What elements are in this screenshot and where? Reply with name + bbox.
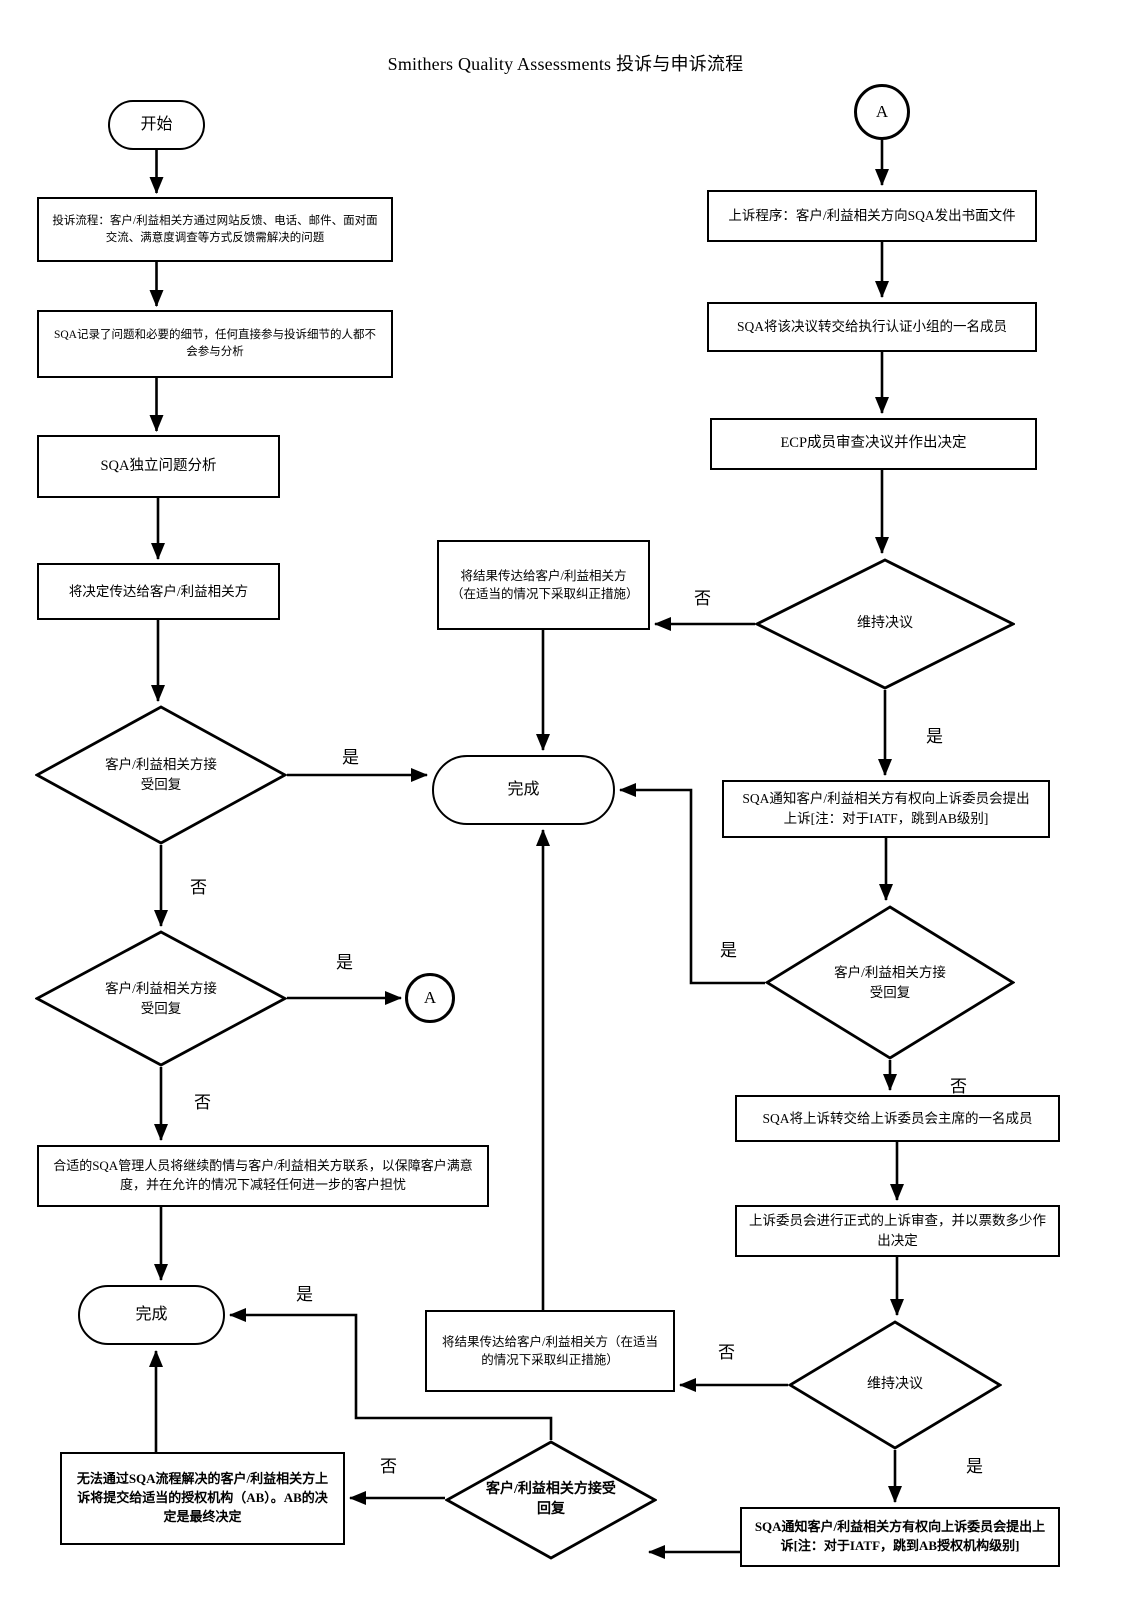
edge-label-no-decision2: 否	[194, 1093, 211, 1112]
diamond-shape	[445, 1440, 657, 1560]
accept-reply-1-label: 客户/利益相关方接受回复	[105, 757, 217, 792]
diamond-shape	[765, 905, 1015, 1060]
edge-label-yes-decision2: 是	[336, 953, 353, 972]
edge-label-yes-uphold1: 是	[926, 727, 943, 746]
edge-label-yes-decision3: 是	[720, 941, 737, 960]
notify-appeal-bottom-box: SQA通知客户/利益相关方有权向上诉委员会提出上诉[注：对于IATF，跳到AB授…	[740, 1507, 1060, 1567]
diamond-shape	[788, 1320, 1002, 1450]
page-title: Smithers Quality Assessments 投诉与申诉流程	[387, 54, 744, 74]
edge-label-no-decision1: 否	[190, 878, 207, 897]
offpage-connector-a-top: A	[854, 84, 910, 140]
accept-reply-decision-3: 客户/利益相关方接受回复	[765, 905, 1015, 1060]
forward-chair-box: SQA将上诉转交给上诉委员会主席的一名成员	[735, 1095, 1060, 1142]
accept-reply-3-label: 客户/利益相关方接受回复	[834, 964, 946, 1000]
connector-bottomdecision-yes-done	[229, 1308, 553, 1440]
panel-review-box: 上诉委员会进行正式的上诉审查，并以票数多少作出决定	[735, 1205, 1060, 1257]
result-communicate-box-top: 将结果传达给客户/利益相关方（在适当的情况下采取纠正措施）	[437, 540, 650, 630]
independent-analysis-box: SQA独立问题分析	[37, 435, 280, 498]
notify-appeal-right-box: SQA通知客户/利益相关方有权向上诉委员会提出上诉[注：对于IATF，跳到AB级…	[722, 780, 1050, 838]
accept-reply-bottom-label: 客户/利益相关方接受回复	[486, 1481, 616, 1517]
edge-label-no-uphold1: 否	[694, 589, 711, 608]
communicate-decision-box: 将决定传达给客户/利益相关方	[37, 563, 280, 620]
accept-reply-2-label: 客户/利益相关方接受回复	[105, 980, 217, 1016]
uphold-2-label: 维持决议	[867, 1376, 923, 1392]
connector-decision3-yes-done	[619, 783, 765, 985]
done-node-center: 完成	[432, 755, 615, 825]
result-communicate-box-bottom: 将结果传达给客户/利益相关方（在适当的情况下采取纠正措施）	[425, 1310, 675, 1392]
edge-label-no-decision3: 否	[950, 1077, 967, 1096]
edge-label-no-uphold2: 否	[718, 1343, 735, 1362]
ecp-review-box: ECP成员审查决议并作出决定	[710, 418, 1037, 470]
edge-label-yes-uphold2: 是	[966, 1457, 983, 1476]
edge-label-no-bottomdecision: 否	[380, 1457, 397, 1476]
uphold-1-label: 维持决议	[857, 615, 913, 631]
offpage-connector-a-left: A	[405, 973, 455, 1023]
start-node: 开始	[108, 100, 205, 150]
diamond-shape	[35, 930, 287, 1067]
appeal-intake-box: 上诉程序：客户/利益相关方向SQA发出书面文件	[707, 190, 1037, 242]
accept-reply-decision-bottom: 客户/利益相关方接受回复	[445, 1440, 657, 1560]
accept-reply-decision-2: 客户/利益相关方接受回复	[35, 930, 287, 1067]
forward-ecp-box: SQA将该决议转交给执行认证小组的一名成员	[707, 302, 1037, 352]
ab-final-decision-box: 无法通过SQA流程解决的客户/利益相关方上诉将提交给适当的授权机构（AB）。AB…	[60, 1452, 345, 1545]
uphold-decision-2: 维持决议	[788, 1320, 1002, 1450]
done-node-left: 完成	[78, 1285, 225, 1345]
edge-label-yes-decision1: 是	[342, 748, 359, 767]
followup-box: 合适的SQA管理人员将继续酌情与客户/利益相关方联系，以保障客户满意度，并在允许…	[37, 1145, 489, 1207]
complaint-intake-box: 投诉流程：客户/利益相关方通过网站反馈、电话、邮件、面对面交流、满意度调查等方式…	[37, 197, 393, 262]
diamond-shape	[755, 558, 1015, 690]
record-details-box: SQA记录了问题和必要的细节，任何直接参与投诉细节的人都不会参与分析	[37, 310, 393, 378]
edge-label-yes-bottomdecision: 是	[296, 1285, 313, 1304]
accept-reply-decision-1: 客户/利益相关方接受回复	[35, 705, 287, 845]
uphold-decision-1: 维持决议	[755, 558, 1015, 690]
diamond-shape	[35, 705, 287, 845]
